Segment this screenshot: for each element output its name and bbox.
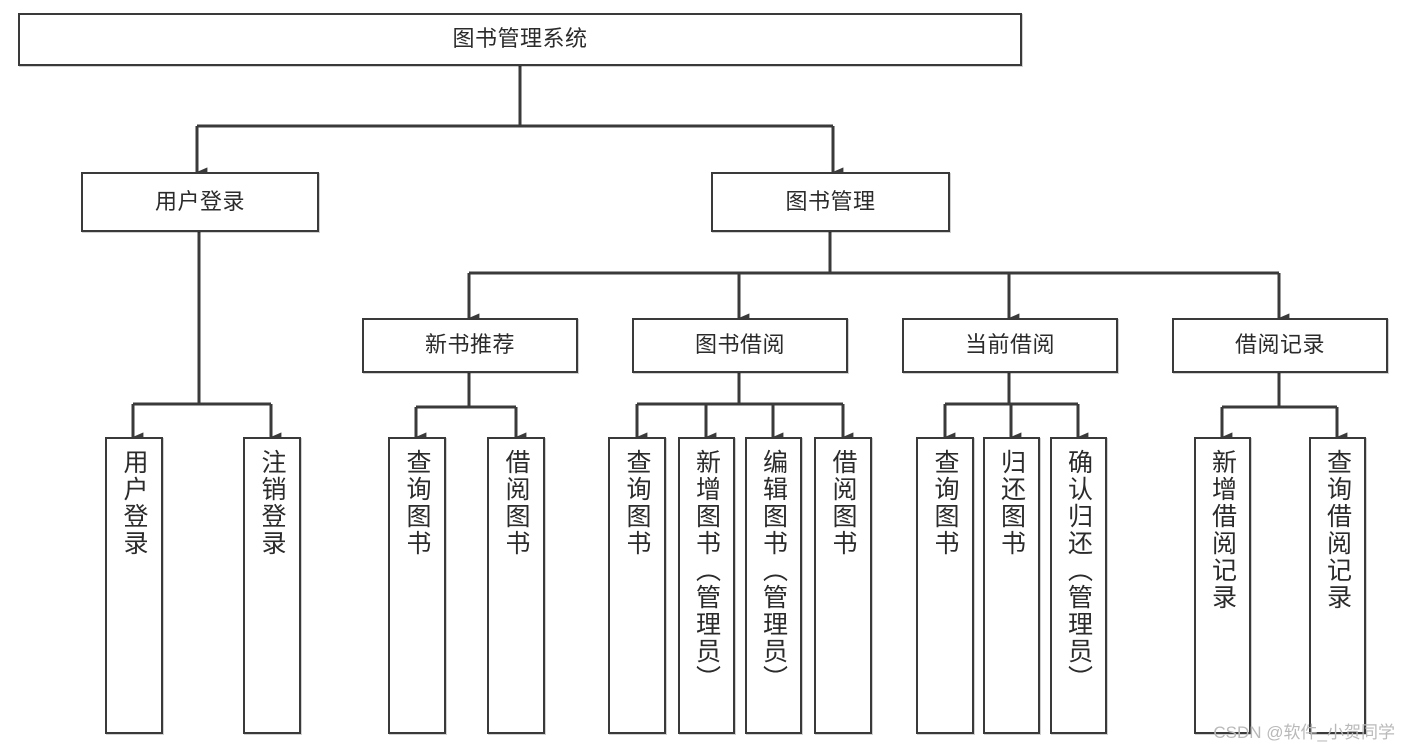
node-user-login[interactable]: 用户登录	[81, 172, 319, 232]
node-book-manage-label: 图书管理	[785, 188, 876, 214]
node-leaf-return-book[interactable]: 归还图书	[983, 437, 1040, 734]
node-leaf-confirm-return[interactable]: 确认归还（管理员）	[1050, 437, 1107, 734]
node-leaf-query-record-label: 查询借阅记录	[1323, 449, 1352, 611]
node-leaf-query-book-borrow[interactable]: 查询图书	[608, 437, 666, 734]
node-borrow-record[interactable]: 借阅记录	[1172, 318, 1388, 373]
node-leaf-borrow-book[interactable]: 借阅图书	[814, 437, 872, 734]
node-borrow-record-label: 借阅记录	[1234, 332, 1325, 358]
node-current-borrow-label: 当前借阅	[964, 332, 1055, 358]
node-current-borrow[interactable]: 当前借阅	[902, 318, 1118, 373]
node-book-manage[interactable]: 图书管理	[711, 172, 950, 232]
node-leaf-add-book[interactable]: 新增图书（管理员）	[678, 437, 735, 734]
node-leaf-query-book-cur[interactable]: 查询图书	[916, 437, 974, 734]
node-leaf-borrow-book-label: 借阅图书	[829, 449, 857, 557]
node-leaf-query-book-rec[interactable]: 查询图书	[388, 437, 446, 734]
watermark-text: CSDN @软件_小贺同学	[1213, 723, 1395, 742]
node-leaf-user-login-label: 用户登录	[120, 449, 148, 557]
node-leaf-logout-label: 注销登录	[258, 449, 286, 557]
node-leaf-add-book-label: 新增图书（管理员）	[692, 449, 721, 692]
node-root-label: 图书管理系统	[452, 26, 588, 52]
node-leaf-add-record[interactable]: 新增借阅记录	[1194, 437, 1251, 734]
node-leaf-user-login[interactable]: 用户登录	[105, 437, 163, 734]
node-leaf-query-book-borrow-label: 查询图书	[623, 449, 651, 557]
node-leaf-edit-book-label: 编辑图书（管理员）	[759, 449, 788, 692]
node-leaf-query-record[interactable]: 查询借阅记录	[1309, 437, 1366, 734]
node-leaf-add-record-label: 新增借阅记录	[1208, 449, 1237, 611]
node-leaf-query-book-rec-label: 查询图书	[403, 449, 431, 557]
node-leaf-edit-book[interactable]: 编辑图书（管理员）	[745, 437, 802, 734]
node-root[interactable]: 图书管理系统	[18, 13, 1022, 66]
node-leaf-borrow-book-rec-label: 借阅图书	[502, 449, 530, 557]
node-user-login-label: 用户登录	[154, 188, 245, 214]
node-leaf-query-book-cur-label: 查询图书	[931, 449, 959, 557]
node-book-borrow[interactable]: 图书借阅	[632, 318, 848, 373]
node-leaf-borrow-book-rec[interactable]: 借阅图书	[487, 437, 545, 734]
node-book-borrow-label: 图书借阅	[694, 332, 785, 358]
node-leaf-confirm-return-label: 确认归还（管理员）	[1064, 449, 1093, 692]
node-new-book-rec-label: 新书推荐	[424, 332, 515, 358]
node-leaf-return-book-label: 归还图书	[997, 449, 1026, 557]
node-leaf-logout[interactable]: 注销登录	[243, 437, 301, 734]
node-new-book-rec[interactable]: 新书推荐	[362, 318, 578, 373]
